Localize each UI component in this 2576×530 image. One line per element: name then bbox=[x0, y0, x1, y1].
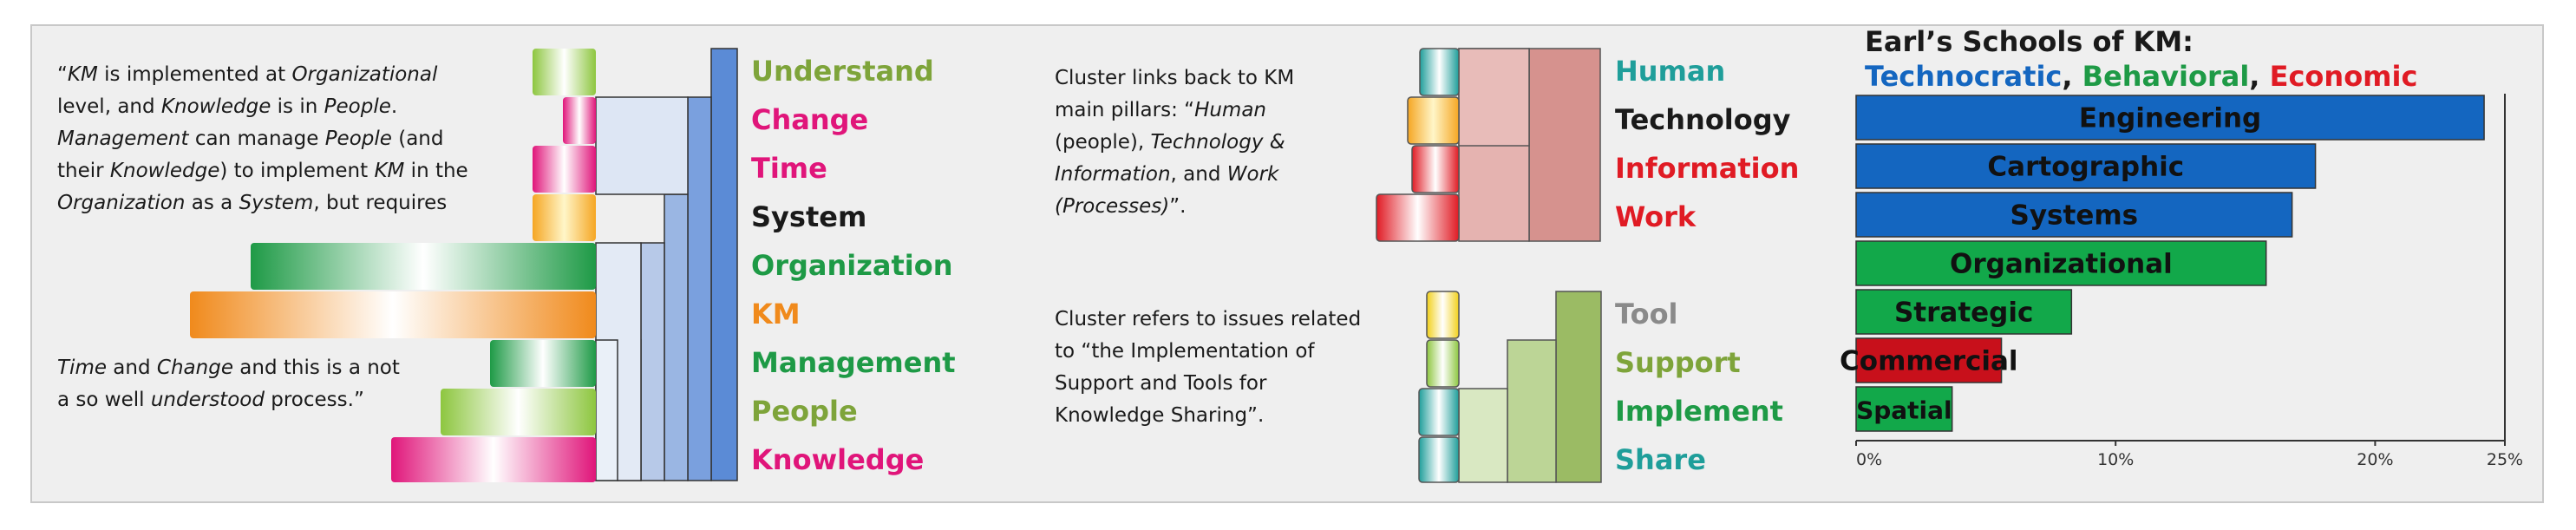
quote-line-1: “KM is implemented at Organizational bbox=[57, 63, 438, 86]
mid-bottom-line-4: Knowledge Sharing”. bbox=[1055, 404, 1265, 427]
quote-top: “KM is implemented at Organizational lev… bbox=[57, 59, 468, 219]
quote-line-4: their Knowledge) to implement KM in the bbox=[57, 160, 468, 182]
word-understand: Understand bbox=[751, 55, 934, 88]
x-tick-label-0: 0% bbox=[1856, 450, 1882, 469]
chart-title: Earl’s Schools of KM: bbox=[1865, 25, 2194, 58]
word-share: Share bbox=[1615, 443, 1706, 476]
subtitle-part-0: Technocratic bbox=[1865, 60, 2063, 93]
x-tick-label-2: 20% bbox=[2357, 450, 2393, 469]
bar-label-engineering: Engineering bbox=[2079, 103, 2261, 134]
bar-understand bbox=[533, 49, 596, 95]
chart-subtitle: Technocratic, Behavioral, Economic bbox=[1865, 59, 2417, 94]
bar-management bbox=[490, 340, 596, 387]
bar-cartographic bbox=[1855, 143, 2317, 189]
bar-change bbox=[563, 97, 596, 144]
subtitle-part-1: , bbox=[2062, 60, 2082, 93]
bar-organization bbox=[251, 243, 596, 290]
word-information: Information bbox=[1615, 152, 1800, 185]
word-bars bbox=[190, 49, 596, 482]
word-management: Management bbox=[751, 346, 956, 379]
mid-text-top: Cluster links back to KM main pillars: “… bbox=[1055, 62, 1294, 223]
quote-tail-2: a so well understood process.” bbox=[57, 389, 364, 411]
bar-work bbox=[1376, 193, 1460, 242]
implementation-graphic bbox=[1418, 291, 1602, 483]
mid-top-line-3: (people), Technology & bbox=[1055, 131, 1285, 154]
mid-bottom-line-3: Support and Tools for bbox=[1055, 372, 1267, 395]
x-tick-label-1: 10% bbox=[2097, 450, 2134, 469]
subtitle-part-4: Economic bbox=[2269, 60, 2418, 93]
word-support: Support bbox=[1615, 346, 1741, 379]
mid-top-line-5: (Processes)”. bbox=[1055, 195, 1187, 218]
bar-share bbox=[1418, 436, 1460, 483]
stair-panel-top bbox=[595, 96, 689, 195]
word-human: Human bbox=[1615, 55, 1726, 88]
bar-support bbox=[1426, 339, 1460, 388]
bar-label-systems: Systems bbox=[2010, 200, 2139, 232]
subtitle-part-3: , bbox=[2249, 60, 2270, 93]
bar-system bbox=[533, 194, 596, 241]
impl-col-1 bbox=[1458, 388, 1508, 483]
stair-step-1 bbox=[710, 48, 738, 481]
pillar-col-2-top bbox=[1458, 48, 1530, 147]
bar-organizational bbox=[1855, 240, 2267, 286]
word-time: Time bbox=[751, 152, 827, 185]
bar-engineering bbox=[1855, 95, 2485, 141]
mid-bottom-line-2: to “the Implementation of bbox=[1055, 340, 1315, 363]
mid-bottom-line-1: Cluster refers to issues related bbox=[1055, 308, 1362, 330]
mid-top-line-4: Information, and Work bbox=[1055, 163, 1279, 186]
bar-technology bbox=[1407, 96, 1460, 145]
stair-step-4 bbox=[640, 242, 665, 481]
bar-label-commercial: Commercial bbox=[1840, 346, 2018, 377]
quote-line-2: level, and Knowledge is in People. bbox=[57, 95, 398, 118]
quote-bottom: Time and Change and this is a not a so w… bbox=[57, 352, 400, 416]
bar-tool bbox=[1426, 291, 1460, 339]
mid-top-line-2: main pillars: “Human bbox=[1055, 99, 1267, 121]
word-tool: Tool bbox=[1615, 298, 1678, 330]
word-change: Change bbox=[751, 103, 869, 136]
bar-label-spatial: Spatial bbox=[1856, 396, 1952, 425]
word-work: Work bbox=[1615, 200, 1697, 233]
bar-information bbox=[1411, 145, 1460, 193]
quote-line-3: Management can manage People (and bbox=[57, 128, 444, 150]
word-people: People bbox=[751, 395, 858, 428]
bar-label-strategic: Strategic bbox=[1894, 298, 2033, 329]
bar-commercial bbox=[1855, 337, 2003, 383]
quote-line-5: Organization as a System, but requires bbox=[57, 192, 448, 214]
bar-people bbox=[441, 389, 596, 435]
word-technology: Technology bbox=[1615, 103, 1791, 136]
stair-step-3 bbox=[664, 193, 689, 481]
bar-human bbox=[1419, 48, 1460, 96]
mid-text-bottom: Cluster refers to issues related to “the… bbox=[1055, 304, 1361, 432]
impl-col-3 bbox=[1555, 291, 1602, 483]
x-tick-label-3: 25% bbox=[2487, 450, 2523, 469]
subtitle-part-2: Behavioral bbox=[2082, 60, 2250, 93]
word-km: KM bbox=[751, 298, 801, 330]
bar-strategic bbox=[1855, 289, 2073, 335]
word-organization: Organization bbox=[751, 249, 953, 282]
word-knowledge: Knowledge bbox=[751, 443, 925, 476]
pillar-graphic bbox=[1376, 48, 1601, 242]
pillar-col-3 bbox=[1528, 48, 1601, 242]
bar-label-cartographic: Cartographic bbox=[1987, 152, 2184, 183]
bar-implement bbox=[1418, 388, 1460, 436]
mid-top-line-1: Cluster links back to KM bbox=[1055, 67, 1295, 89]
impl-col-2 bbox=[1507, 339, 1557, 483]
bar-spatial bbox=[1855, 386, 1953, 432]
bar-knowledge bbox=[391, 437, 596, 482]
bar-systems bbox=[1855, 192, 2293, 238]
quote-tail-1: Time and Change and this is a not bbox=[57, 357, 400, 379]
word-implement: Implement bbox=[1615, 395, 1783, 428]
bar-time bbox=[533, 146, 596, 193]
word-system: System bbox=[751, 200, 867, 233]
bar-km bbox=[190, 291, 596, 338]
bar-label-organizational: Organizational bbox=[1950, 249, 2173, 280]
